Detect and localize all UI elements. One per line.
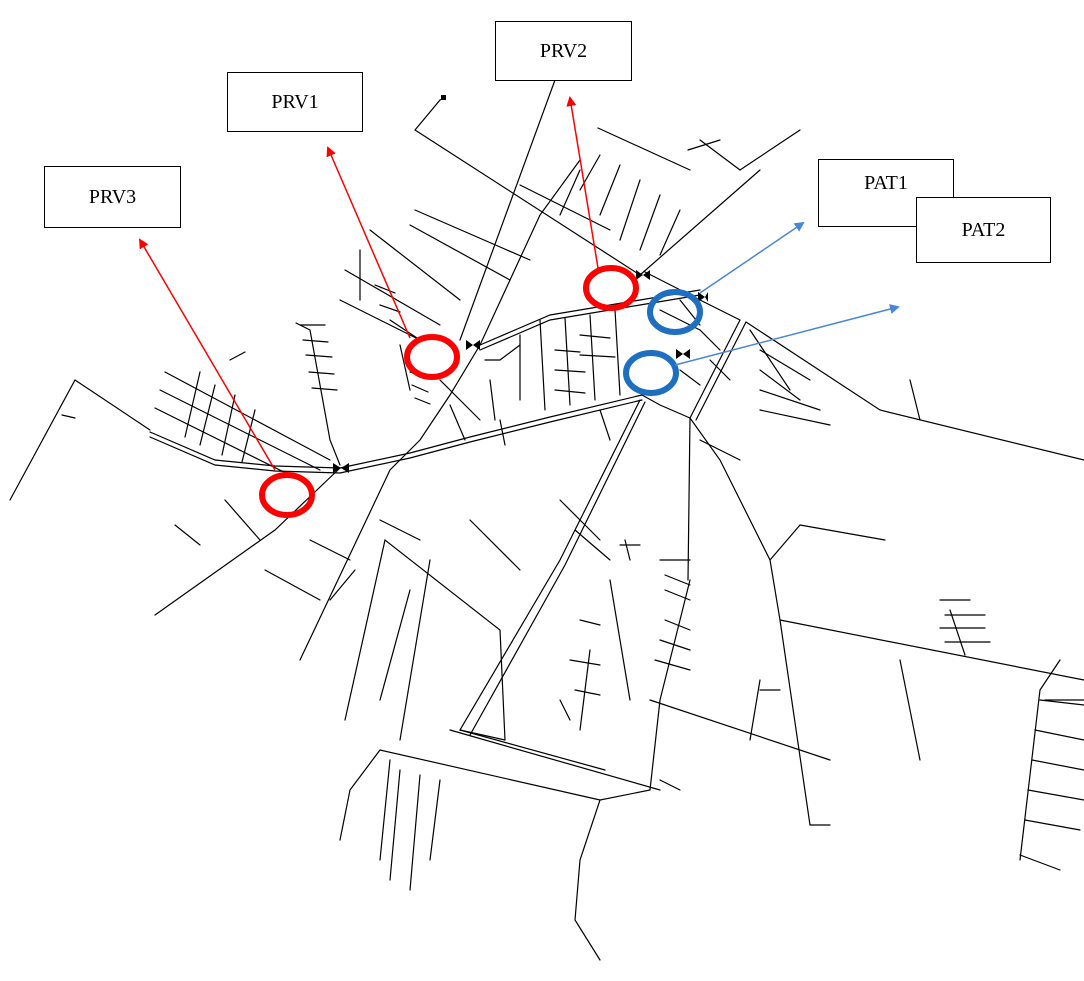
prv2-label: PRV2 bbox=[495, 21, 632, 81]
pat2-arrow bbox=[674, 304, 900, 366]
valve-icon bbox=[333, 463, 349, 473]
valve-icon bbox=[636, 270, 650, 280]
valve-icon bbox=[698, 292, 708, 302]
prv3-marker bbox=[259, 472, 315, 518]
valve-icon bbox=[466, 340, 480, 350]
pipe-network bbox=[9, 79, 1084, 961]
prv2-marker bbox=[583, 265, 639, 311]
prv3-arrow bbox=[138, 238, 276, 471]
prv1-marker bbox=[404, 334, 460, 380]
pat1-marker bbox=[647, 289, 703, 335]
pat-arrows bbox=[674, 221, 900, 366]
prv-markers bbox=[259, 265, 639, 518]
prv2-arrow bbox=[566, 96, 599, 269]
prv1-label: PRV1 bbox=[227, 72, 363, 132]
pat2-label: PAT2 bbox=[916, 197, 1051, 263]
pat1-arrow bbox=[699, 221, 805, 294]
prv3-label: PRV3 bbox=[44, 166, 181, 228]
pat-markers bbox=[623, 289, 703, 396]
pat2-marker bbox=[623, 350, 679, 396]
prv-arrows bbox=[138, 96, 599, 471]
prv1-arrow bbox=[326, 146, 411, 339]
valve-icon bbox=[676, 349, 690, 359]
reservoir-icon bbox=[441, 95, 446, 100]
valve-icons bbox=[333, 270, 708, 473]
